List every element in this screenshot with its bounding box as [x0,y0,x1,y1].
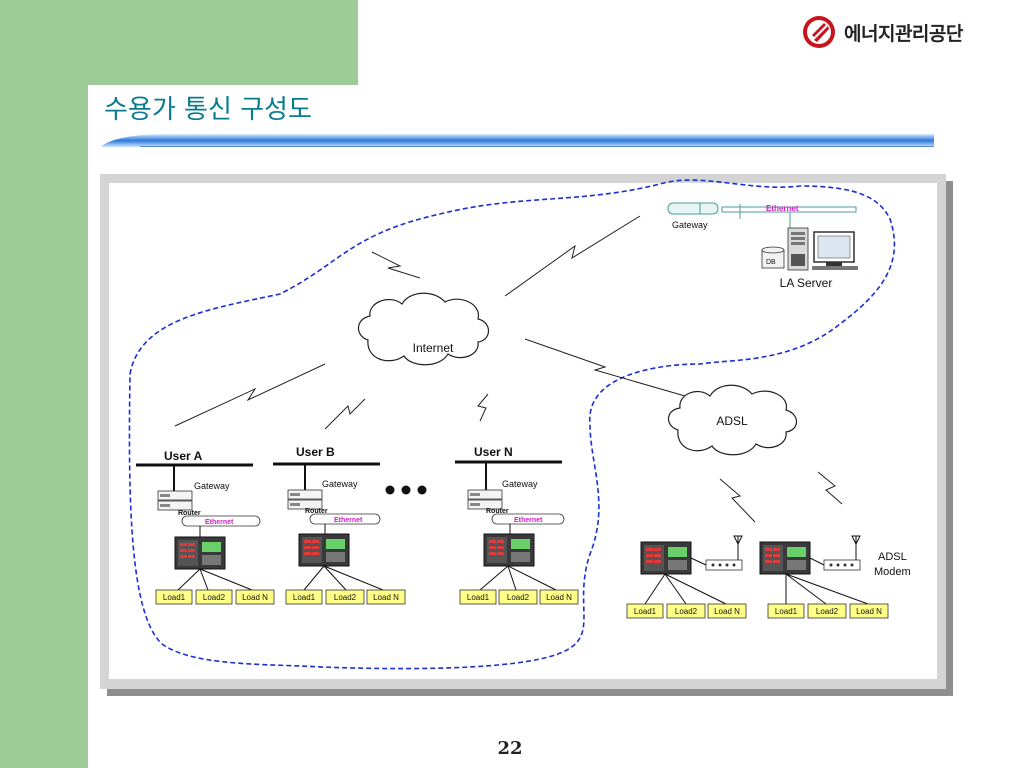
adsl-site-1-load2: Load2 [675,607,698,616]
user-a-station: User A Gateway Router Ethernet Load1 Loa… [136,449,275,605]
adsl-modem-label-line2: Modem [874,566,911,578]
adsl-site-2-load2: Load2 [816,607,839,616]
company-logo: 에너지관리공단 [802,14,963,50]
user-b-load2: Load2 [334,593,357,602]
top-header-band [88,0,358,85]
user-n-gateway-label: Gateway [502,479,538,489]
server-gateway-device [667,202,719,215]
user-b-label: User B [296,445,335,459]
link-adsl-site2 [817,471,843,505]
user-b-ethernet-label: Ethernet [334,517,363,524]
main-network-boundary [128,179,896,670]
user-n-loadn: Load N [546,593,572,602]
slide-title: 수용가 통신 구성도 [104,95,312,125]
left-sidebar-band [0,0,88,768]
link-n-internet [477,393,489,422]
monitor-icon [812,231,858,270]
user-b-gateway-label: Gateway [322,479,358,489]
adsl-cloud-label: ADSL [716,414,748,428]
user-a-load1: Load1 [163,593,186,602]
server-gateway-label: Gateway [672,220,708,230]
server-ethernet-bus [721,204,857,229]
adsl-modem-label-line1: ADSL [878,551,907,563]
user-a-gateway-label: Gateway [194,481,230,491]
server-tower-icon [787,227,809,271]
user-a-router-label: Router [178,510,201,517]
user-a-ethernet-label: Ethernet [205,519,234,526]
internet-cloud-label: Internet [413,341,454,355]
link-internet-adsl [524,338,686,397]
title-underline-rule [100,134,934,147]
internet-cloud [357,292,490,366]
adsl-site-1: Load1 Load2 Load N [626,535,747,619]
link-b-internet [324,398,366,430]
adsl-site-2: Load1 Load2 Load N [759,535,889,619]
link-a-internet [174,363,326,427]
user-b-loadn: Load N [373,593,399,602]
link-internet-gateway [504,215,641,297]
user-n-load2: Load2 [507,593,530,602]
company-logo-text: 에너지관리공단 [844,22,963,45]
user-a-load2: Load2 [203,593,226,602]
user-n-ethernet-label: Ethernet [514,517,543,524]
adsl-site-1-load1: Load1 [634,607,657,616]
user-n-station: User N Gateway Router Ethernet Load1 Loa… [455,445,579,605]
link-adsl-site1 [719,478,756,523]
adsl-site-2-load1: Load1 [775,607,798,616]
database-label: DB [766,259,776,266]
ellipsis-dots [385,485,427,495]
user-a-loadn: Load N [242,593,268,602]
network-diagram: Internet ADSL Gateway Ethernet DB LA Ser… [128,179,911,670]
page-number: 22 [497,738,523,759]
user-a-label: User A [164,449,203,463]
user-n-load1: Load1 [467,593,490,602]
company-logo-mark-icon [803,16,835,48]
user-b-router-label: Router [305,508,328,515]
link-left-top [371,251,421,279]
adsl-cloud [667,384,798,456]
user-b-load1: Load1 [293,593,316,602]
database-icon [761,246,785,269]
adsl-site-2-loadn: Load N [856,607,882,616]
adsl-site-1-loadn: Load N [714,607,740,616]
server-ethernet-label: Ethernet [766,204,799,213]
user-n-label: User N [474,445,513,459]
user-n-router-label: Router [486,508,509,515]
server-label: LA Server [780,276,833,290]
user-b-station: User B Gateway Router Ethernet Load1 Loa… [273,445,406,605]
